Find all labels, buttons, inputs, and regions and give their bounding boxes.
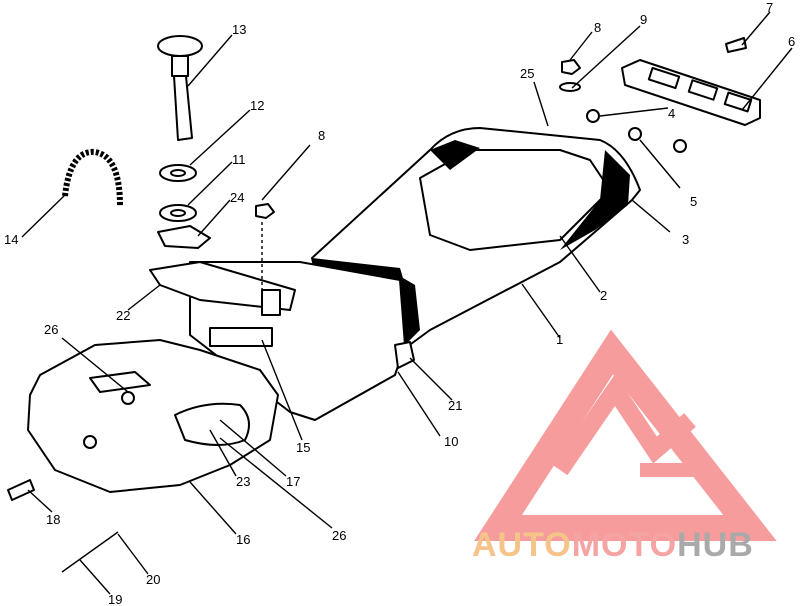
bracket-slot (687, 79, 719, 101)
callout-1: 1 (556, 332, 563, 347)
clamp-rod (61, 531, 119, 573)
screw-icon (586, 109, 600, 123)
callout-24: 24 (230, 190, 244, 205)
watermark-text: AUTOMOTOHUB (472, 526, 754, 564)
callout-20: 20 (146, 572, 160, 587)
callout-19: 19 (108, 592, 122, 606)
fuel-tank (27, 339, 279, 493)
callout-9: 9 (640, 12, 647, 27)
watermark-word-moto: MOTO (572, 526, 677, 564)
callout-18: 18 (46, 512, 60, 527)
logo-g-stroke-icon (640, 440, 697, 477)
nut-ring-inner (170, 209, 186, 217)
callout-21: 21 (448, 398, 462, 413)
callout-4: 4 (668, 106, 675, 121)
callout-26-lower: 26 (332, 528, 346, 543)
leader-lines (21, 11, 793, 595)
drain-fitting (7, 479, 35, 501)
callout-8-upper: 8 (594, 20, 601, 35)
callout-17: 17 (286, 474, 300, 489)
watermark-word-hub: HUB (677, 526, 754, 564)
callout-15: 15 (296, 440, 310, 455)
callout-5: 5 (690, 194, 697, 209)
watermark-logo (474, 329, 777, 541)
filler-neck (157, 35, 203, 141)
logo-m-stroke-icon (552, 373, 696, 476)
callout-22: 22 (116, 308, 130, 323)
callout-11: 11 (232, 152, 246, 167)
callout-14: 14 (4, 232, 18, 247)
bolt-icon (725, 37, 747, 53)
callout-2: 2 (600, 288, 607, 303)
bracket-slot (647, 66, 681, 90)
screw-icon (673, 139, 687, 153)
callout-7: 7 (766, 0, 773, 15)
nut-icon (255, 203, 275, 219)
callout-16: 16 (236, 532, 250, 547)
callout-26-upper: 26 (44, 322, 58, 337)
vent-hose (62, 148, 123, 207)
screw-icon (628, 127, 642, 141)
callout-3: 3 (682, 232, 689, 247)
callout-10: 10 (444, 434, 458, 449)
nut-icon (561, 59, 581, 75)
callout-12: 12 (250, 98, 264, 113)
logo-triangle-icon (474, 329, 777, 541)
callout-8-lower: 8 (318, 128, 325, 143)
callout-23: 23 (236, 474, 250, 489)
gasket-ring-inner (170, 169, 186, 177)
callout-13: 13 (232, 22, 246, 37)
callout-labels: 1 2 3 4 5 6 7 8 8 9 10 11 12 13 14 15 16… (4, 0, 795, 606)
callout-6: 6 (788, 34, 795, 49)
callout-25: 25 (520, 66, 534, 81)
sender-unit (157, 225, 211, 249)
watermark-word-auto: AUTO (472, 526, 572, 564)
